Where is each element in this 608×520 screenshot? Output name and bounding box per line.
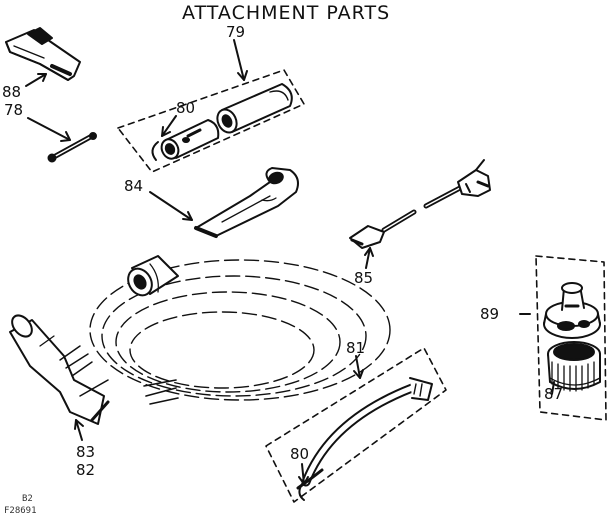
footer-code-line1: B2 bbox=[22, 494, 33, 504]
label-88: 88 bbox=[2, 83, 22, 101]
power-cord-85 bbox=[349, 159, 491, 249]
arrow-78 bbox=[27, 117, 71, 141]
arrow-85 bbox=[365, 247, 371, 269]
filter-cap bbox=[543, 282, 601, 339]
wands-box-79 bbox=[117, 69, 305, 173]
hose-end-cuff bbox=[127, 255, 179, 297]
filter-box-89 bbox=[535, 255, 607, 421]
label-80-bottom: 80 bbox=[290, 445, 310, 463]
clip-80-top bbox=[151, 141, 159, 161]
hose-box-81 bbox=[265, 347, 447, 503]
footer-code-line2: F28691 bbox=[4, 506, 37, 516]
upholstery-nozzle-88 bbox=[5, 27, 81, 81]
label-89: 89 bbox=[480, 305, 500, 323]
label-78: 78 bbox=[4, 101, 24, 119]
arrow-88 bbox=[25, 73, 47, 87]
extension-hose bbox=[296, 377, 433, 490]
wand-tube-right bbox=[216, 83, 293, 134]
label-83: 83 bbox=[76, 443, 96, 461]
wand-tube-left bbox=[160, 119, 220, 160]
hose-swivel-83-82 bbox=[9, 314, 110, 425]
arrow-87 bbox=[551, 381, 555, 395]
arrow-81 bbox=[355, 355, 361, 379]
label-84: 84 bbox=[124, 177, 144, 195]
arrow-79 bbox=[233, 39, 245, 81]
arrow-80-top bbox=[161, 115, 177, 137]
arrow-84 bbox=[149, 191, 193, 221]
arrow-83 bbox=[75, 419, 83, 441]
label-81: 81 bbox=[346, 339, 366, 357]
clip-80-bottom bbox=[298, 483, 305, 501]
arrow-80-bottom bbox=[301, 463, 305, 485]
crevice-tool-84 bbox=[194, 167, 299, 238]
label-85: 85 bbox=[354, 269, 374, 287]
diagram-title: ATTACHMENT PARTS bbox=[182, 2, 391, 24]
label-79: 79 bbox=[226, 23, 246, 41]
label-82: 82 bbox=[76, 461, 96, 479]
label-87: 87 bbox=[544, 385, 564, 403]
label-80-top: 80 bbox=[176, 99, 196, 117]
filter-element-87 bbox=[547, 341, 601, 392]
wand-pin-78 bbox=[47, 132, 97, 163]
hose-tail bbox=[143, 379, 179, 405]
hose-coil bbox=[89, 259, 391, 401]
